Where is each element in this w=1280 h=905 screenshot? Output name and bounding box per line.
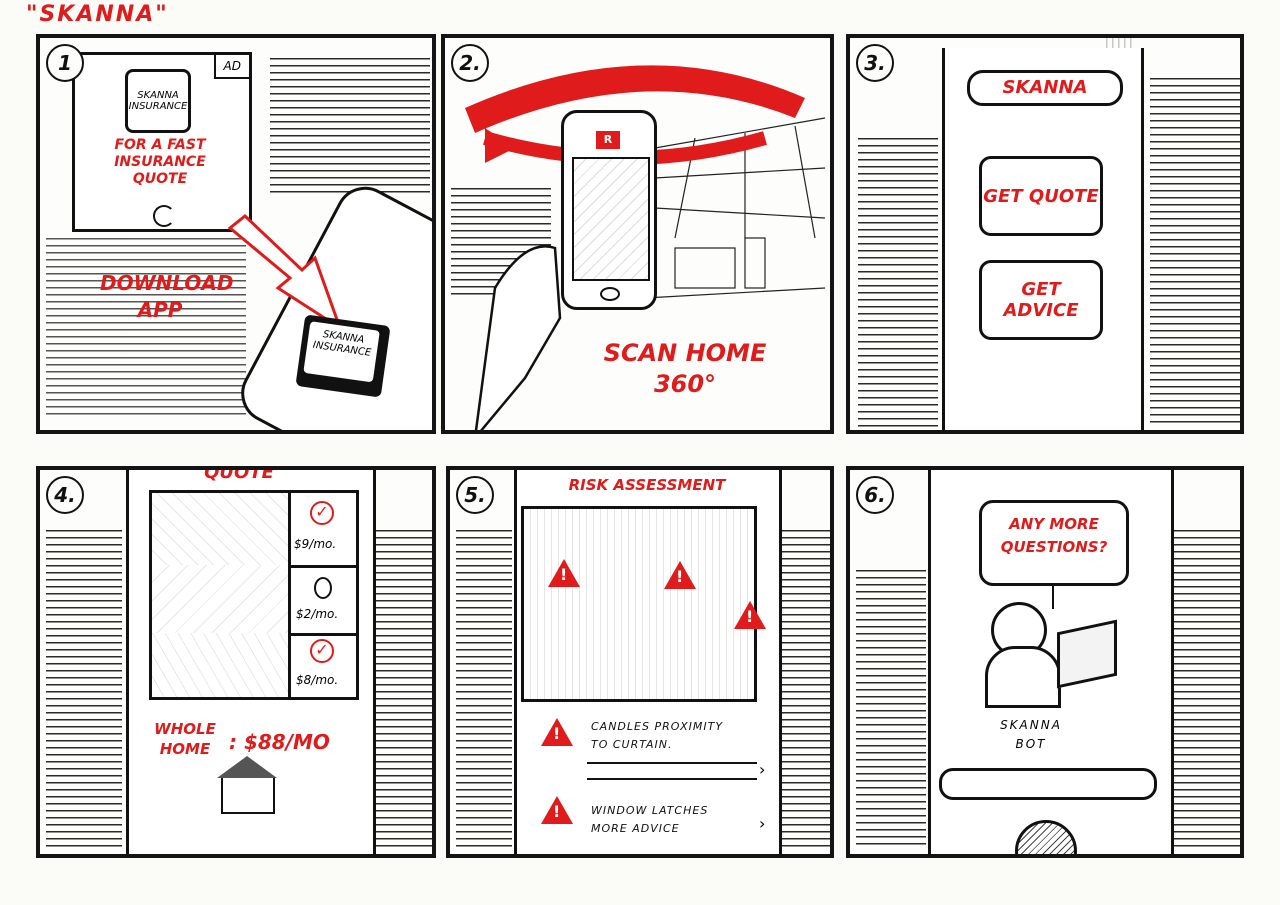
- room-photo: [521, 506, 766, 702]
- item-price: $2/mo.: [296, 607, 339, 621]
- bot-name-line-2: BOT: [1015, 737, 1047, 752]
- laptop-icon: [1057, 619, 1117, 689]
- refresh-icon[interactable]: [153, 205, 175, 227]
- quote-item[interactable]: $2/mo.: [152, 565, 356, 636]
- phone-screen: ANY MORE QUESTIONS? SKANNA BOT: [928, 470, 1174, 854]
- background-hatching: [46, 530, 122, 850]
- project-title: "SKANNA": [26, 2, 169, 27]
- background-hatching: [1170, 530, 1240, 850]
- circle-icon[interactable]: [314, 577, 332, 599]
- panel-number: 1: [46, 44, 84, 82]
- download-caption: DOWNLOAD APP: [100, 271, 234, 322]
- item-price: $9/mo.: [294, 537, 337, 551]
- home-button-icon[interactable]: [1015, 820, 1077, 854]
- warning-icon: [541, 718, 573, 746]
- storyboard-panel-1: 1 AD SKANNA INSURANCE FOR A FAST INSURAN…: [36, 34, 436, 434]
- item-photo: [152, 633, 291, 697]
- storyboard-panel-3: 3. SKANNA GET QUOTE GET ADVICE: [846, 34, 1244, 434]
- phone-screen: SKANNA GET QUOTE GET ADVICE: [942, 48, 1144, 430]
- checkmark-icon[interactable]: ✓: [310, 501, 334, 525]
- warning-icon[interactable]: [548, 559, 580, 587]
- item-photo: [152, 565, 291, 633]
- whole-home-total: : $88/mo: [229, 730, 330, 754]
- item-photo: [152, 493, 291, 565]
- checkmark-icon[interactable]: ✓: [310, 639, 334, 663]
- speech-bubble: ANY MORE QUESTIONS?: [979, 500, 1129, 609]
- chevron-right-icon[interactable]: ›: [759, 760, 766, 779]
- background-hatching: [456, 530, 512, 850]
- app-header: SKANNA: [967, 70, 1123, 106]
- background-hatching: [270, 58, 430, 198]
- chat-input[interactable]: [939, 768, 1157, 800]
- chevron-right-icon[interactable]: ›: [759, 814, 766, 833]
- storyboard-panel-6: 6. ANY MORE QUESTIONS? SKANNA BOT: [846, 466, 1244, 858]
- risk-header: RISK ASSESSMENT: [568, 476, 726, 494]
- quote-item[interactable]: ✓ $9/mo.: [152, 493, 356, 568]
- house-icon: [217, 756, 277, 814]
- camera-view: [572, 157, 650, 281]
- background-hatching: [858, 138, 938, 428]
- risk-text-line-1: CANDLES PROXIMITY: [591, 720, 724, 733]
- item-price: $8/mo.: [296, 673, 339, 687]
- logo-text: SKANNA INSURANCE: [128, 90, 188, 112]
- risk-text-line-2: MORE ADVICE: [591, 822, 680, 835]
- app-logo: SKANNA INSURANCE: [125, 69, 191, 133]
- storyboard-panel-4: 4. QUOTE ✓ $9/mo. $2/mo. ✓ $8/mo. WHOLE …: [36, 466, 436, 858]
- scan-caption-line-1: SCAN HOME: [603, 339, 767, 367]
- bubble-text: ANY MORE QUESTIONS?: [1000, 515, 1108, 556]
- risk-item[interactable]: CANDLES PROXIMITY TO CURTAIN. ›: [527, 716, 767, 786]
- storyboard-panel-2: 2. R SCAN HOME 360°: [441, 34, 834, 434]
- screen-badge: R: [596, 131, 620, 149]
- risk-text-line-2: TO CURTAIN.: [591, 738, 673, 751]
- scan-caption: SCAN HOME 360°: [575, 338, 795, 400]
- get-quote-button[interactable]: GET QUOTE: [979, 156, 1103, 236]
- ad-card: AD SKANNA INSURANCE FOR A FAST INSURANCE…: [72, 52, 252, 232]
- panel-number: 5.: [456, 476, 494, 514]
- home-button-icon[interactable]: [600, 287, 620, 301]
- bubble-tail: [1052, 583, 1064, 609]
- app-icon[interactable]: SKANNA INSURANCE: [295, 314, 391, 398]
- phone-device: R: [561, 110, 657, 310]
- background-hatching: [46, 238, 246, 418]
- warning-icon[interactable]: [734, 601, 766, 629]
- background-hatching: [372, 530, 432, 850]
- background-hatching: [856, 570, 926, 850]
- app-icon-label: SKANNA INSURANCE: [303, 321, 380, 383]
- background-hatching: [780, 530, 830, 850]
- phone-screen: QUOTE ✓ $9/mo. $2/mo. ✓ $8/mo. WHOLE HOM…: [126, 470, 376, 854]
- quote-item[interactable]: ✓ $8/mo.: [152, 633, 356, 697]
- whole-home-label: WHOLE HOME: [154, 720, 216, 758]
- background-hatching: [1150, 78, 1240, 428]
- storyboard-panel-5: 5. RISK ASSESSMENT CANDLES PROXIMITY TO …: [446, 466, 834, 858]
- ad-caption: FOR A FAST INSURANCE QUOTE: [114, 137, 206, 187]
- quote-list: ✓ $9/mo. $2/mo. ✓ $8/mo.: [149, 490, 359, 700]
- phone-screen: RISK ASSESSMENT CANDLES PROXIMITY TO CUR…: [514, 470, 782, 854]
- panel-number: 2.: [451, 44, 489, 82]
- ad-badge: AD: [213, 55, 249, 79]
- arrow-graphic: [227, 214, 343, 332]
- panel-number: 3.: [856, 44, 894, 82]
- risk-item[interactable]: WINDOW LATCHES MORE ADVICE ›: [527, 794, 767, 854]
- warning-icon[interactable]: [664, 561, 696, 589]
- bot-name: SKANNA BOT: [971, 716, 1091, 754]
- panel-number: 6.: [856, 476, 894, 514]
- bot-body: [985, 646, 1061, 708]
- progress-bar: [587, 762, 757, 780]
- quote-header: QUOTE: [204, 466, 274, 483]
- risk-text-line-1: WINDOW LATCHES: [591, 804, 709, 817]
- warning-icon: [541, 796, 573, 824]
- get-advice-button[interactable]: GET ADVICE: [979, 260, 1103, 340]
- panel-number: 4.: [46, 476, 84, 514]
- scan-caption-line-2: 360°: [653, 370, 717, 399]
- bot-name-line-1: SKANNA: [1000, 718, 1062, 732]
